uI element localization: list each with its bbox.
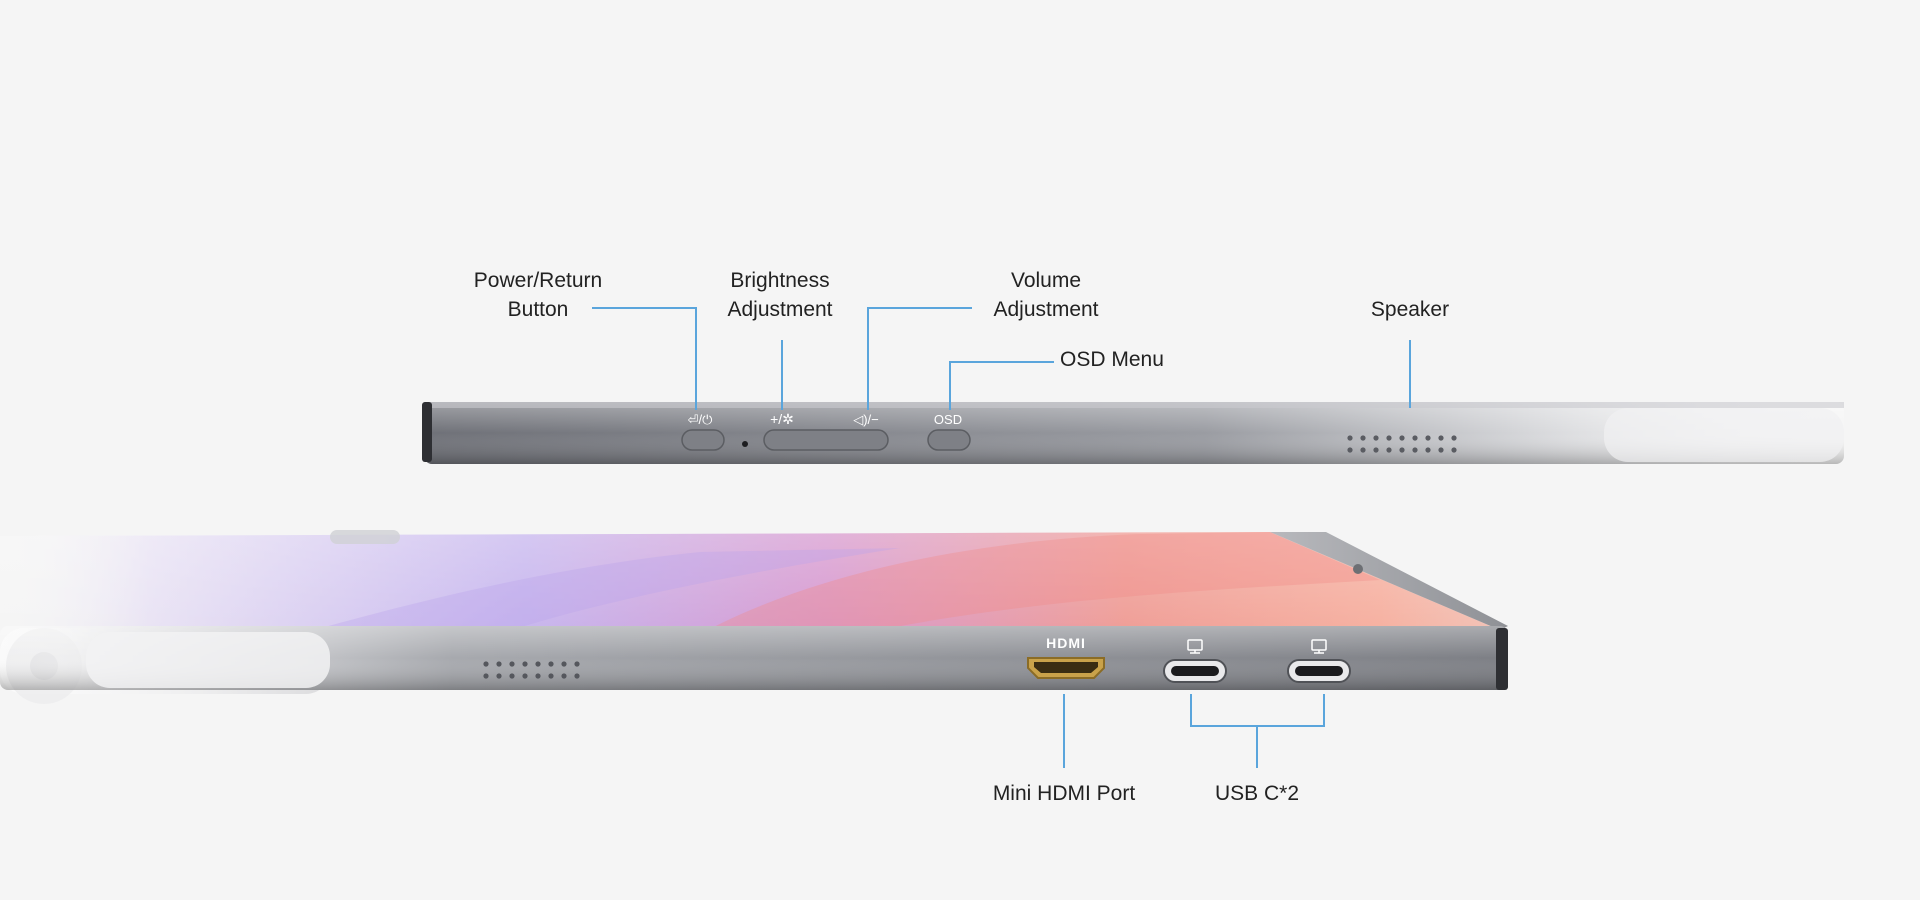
osd-button — [927, 429, 971, 451]
power-return-button — [681, 429, 725, 451]
bottom-device: HDMI — [0, 530, 1508, 704]
edge-cap — [422, 402, 432, 462]
speaker-grille-bottom — [483, 661, 580, 679]
power-led — [742, 441, 748, 447]
camera-logo — [1353, 564, 1363, 574]
callout-lines — [592, 307, 1411, 768]
label-power-return-line1: Power/Return — [473, 269, 603, 292]
top-device-edge: ⏎/⏻ +/✲ ◁)/− OSD — [422, 402, 1844, 464]
usb-callout-bracket — [1190, 694, 1325, 727]
speaker-grille-top — [1347, 435, 1457, 453]
label-volume-line2: Adjustment — [993, 298, 1099, 321]
label-usb-c: USB C*2 — [1214, 782, 1300, 805]
label-speaker: Speaker — [1370, 298, 1450, 321]
kickstand-end — [1604, 408, 1844, 462]
volume-callout-line — [867, 307, 972, 410]
label-power-return-line2: Button — [507, 298, 569, 321]
edge-cap-right — [1496, 628, 1508, 690]
brightness-volume-rocker — [763, 429, 889, 451]
label-power-return: Power/Return Button — [458, 266, 618, 324]
bezel — [1270, 532, 1508, 630]
power-callout-line — [592, 307, 697, 410]
osd-glyph: OSD — [934, 412, 962, 427]
monitor-icon — [1311, 639, 1327, 654]
label-volume-line1: Volume — [1010, 269, 1082, 292]
label-brightness-line2: Adjustment — [727, 298, 833, 321]
volume-glyph: ◁)/− — [853, 412, 879, 427]
power-glyph: ⏎/⏻ — [688, 412, 713, 427]
label-mini-hdmi: Mini HDMI Port — [992, 782, 1136, 805]
label-osd-menu: OSD Menu — [1060, 348, 1164, 371]
label-brightness: Brightness Adjustment — [700, 266, 860, 324]
brightness-glyph: +/✲ — [770, 411, 794, 427]
hdmi-logo: HDMI — [1046, 635, 1086, 651]
label-brightness-line1: Brightness — [730, 269, 830, 292]
label-volume: Volume Adjustment — [966, 266, 1126, 324]
monitor-icon — [1187, 639, 1203, 654]
osd-callout-line — [949, 361, 1054, 410]
